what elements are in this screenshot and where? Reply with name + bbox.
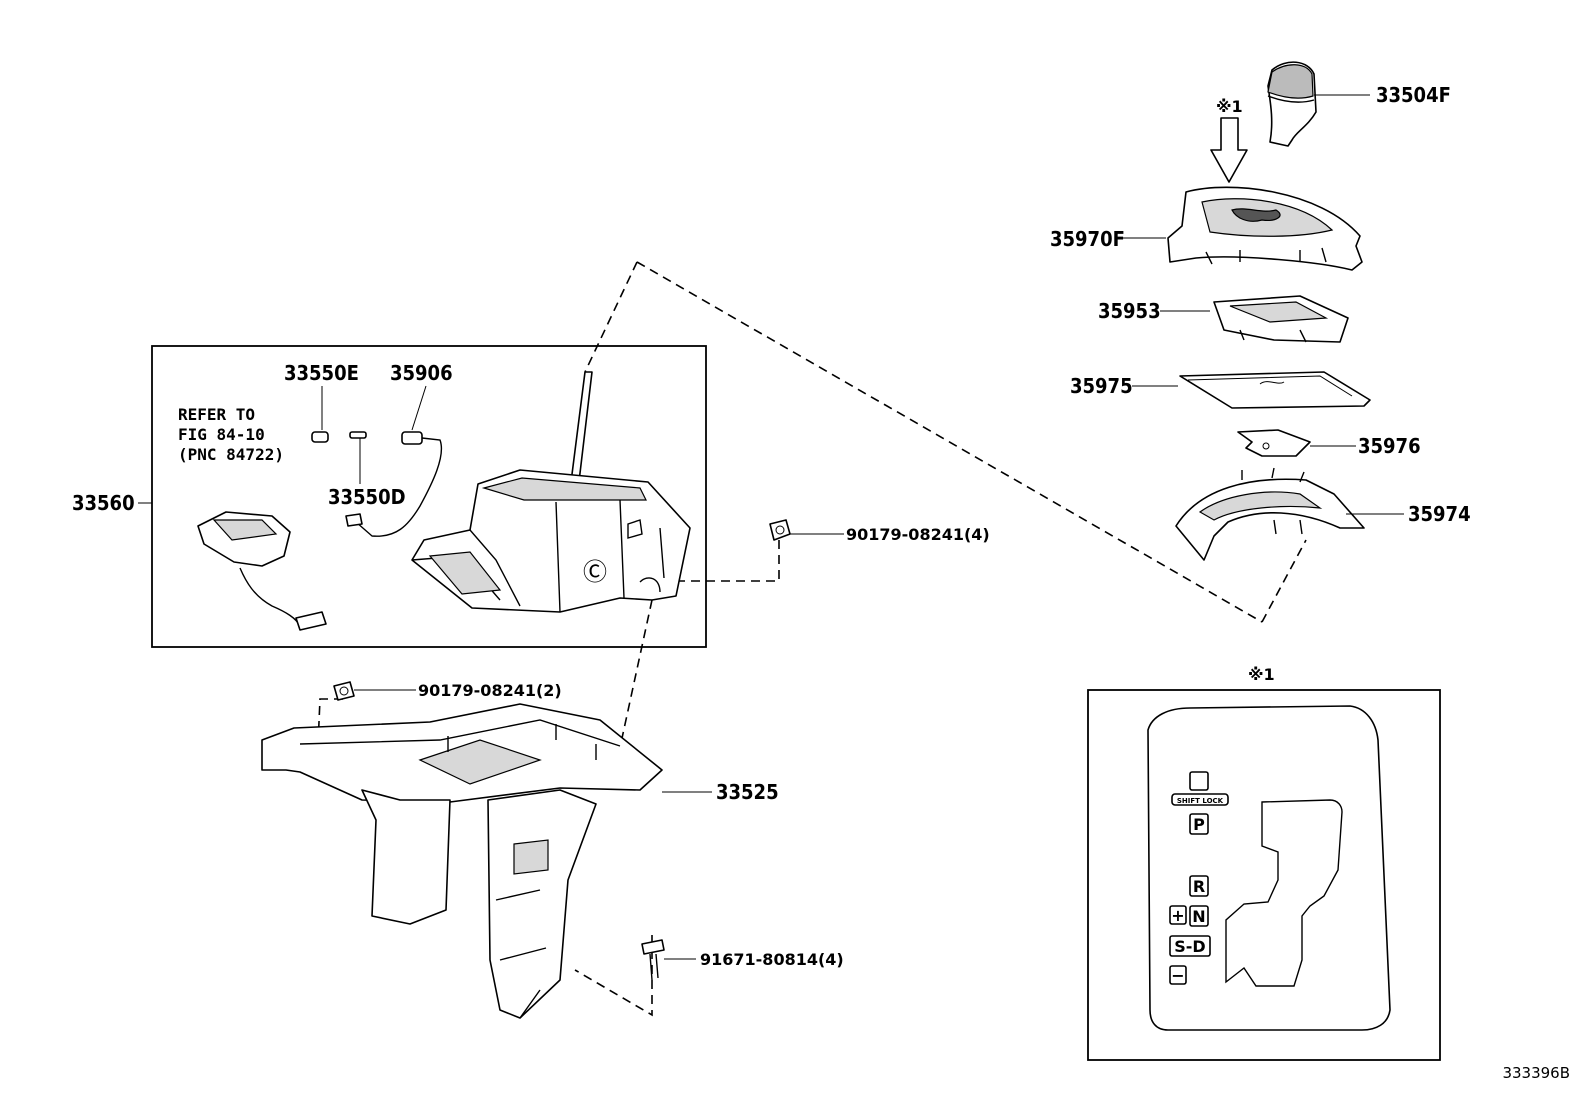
indicator-box xyxy=(1087,689,1441,1061)
label-33550E: 33550E xyxy=(284,361,359,385)
note-line-2: FIG 84-10 xyxy=(178,425,265,444)
gear-sd-label: S-D xyxy=(1174,937,1205,956)
plate-35976 xyxy=(1237,429,1311,457)
indicator-title: ※1 xyxy=(1248,665,1275,684)
plate-35953 xyxy=(1213,295,1349,343)
label-35975: 35975 xyxy=(1070,374,1133,398)
bolt-91671 xyxy=(641,939,665,981)
label-90179-4: 90179-08241(4) xyxy=(846,525,990,544)
label-91671: 91671-80814(4) xyxy=(700,950,844,969)
nut-90179-4 xyxy=(769,519,791,541)
shift-lock-solenoid xyxy=(197,511,327,631)
label-90179-2: 90179-08241(2) xyxy=(418,681,562,700)
shift-knob xyxy=(1267,61,1317,147)
reference-mark-label: ※1 xyxy=(1216,97,1243,116)
label-33525: 33525 xyxy=(716,780,779,804)
pin-33550D xyxy=(349,431,367,439)
pin-33550E xyxy=(311,431,329,443)
switch-35906 xyxy=(345,431,442,537)
sub-assembly-box xyxy=(151,345,707,648)
refer-note: REFER TO FIG 84-10 (PNC 84722) xyxy=(178,405,284,464)
gear-minus-label: − xyxy=(1171,966,1184,985)
label-35970F: 35970F xyxy=(1050,227,1125,251)
shift-lock-badge xyxy=(1171,793,1229,806)
label-35906: 35906 xyxy=(390,361,453,385)
shift-lever-assembly: Ⓒ xyxy=(411,371,691,613)
bezel-35970F xyxy=(1167,186,1363,271)
label-35976: 35976 xyxy=(1358,434,1421,458)
cover-35975 xyxy=(1179,371,1371,409)
gear-n-label: N xyxy=(1192,907,1205,926)
gear-p-label: P xyxy=(1193,815,1205,834)
label-33560: 33560 xyxy=(72,491,135,515)
bracket-33525 xyxy=(261,703,663,1019)
shift-lock-button-icon xyxy=(1189,771,1209,791)
part-labels: 33504F 35970F 35953 35975 35976 35974 33… xyxy=(72,83,1471,969)
nut-90179-2 xyxy=(333,681,355,701)
c-mark-icon: Ⓒ xyxy=(583,558,607,586)
label-33504F: 33504F xyxy=(1376,83,1451,107)
shift-lock-label: SHIFT LOCK xyxy=(1177,797,1224,805)
base-35974 xyxy=(1175,467,1365,561)
label-35974: 35974 xyxy=(1408,502,1471,526)
down-arrow-icon xyxy=(1210,117,1248,183)
note-line-1: REFER TO xyxy=(178,405,255,424)
note-line-3: (PNC 84722) xyxy=(178,445,284,464)
label-35953: 35953 xyxy=(1098,299,1161,323)
leader-lines xyxy=(138,94,1404,960)
gear-plus-label: + xyxy=(1171,906,1184,925)
assembly-dashed-lines xyxy=(317,261,1307,1017)
diagram-id: 333396B xyxy=(1502,1064,1570,1082)
indicator-detail: ※1 SHIFT LOCK P R + N S-D − xyxy=(1087,665,1441,1061)
label-33550D: 33550D xyxy=(328,485,406,509)
gear-r-label: R xyxy=(1193,877,1205,896)
